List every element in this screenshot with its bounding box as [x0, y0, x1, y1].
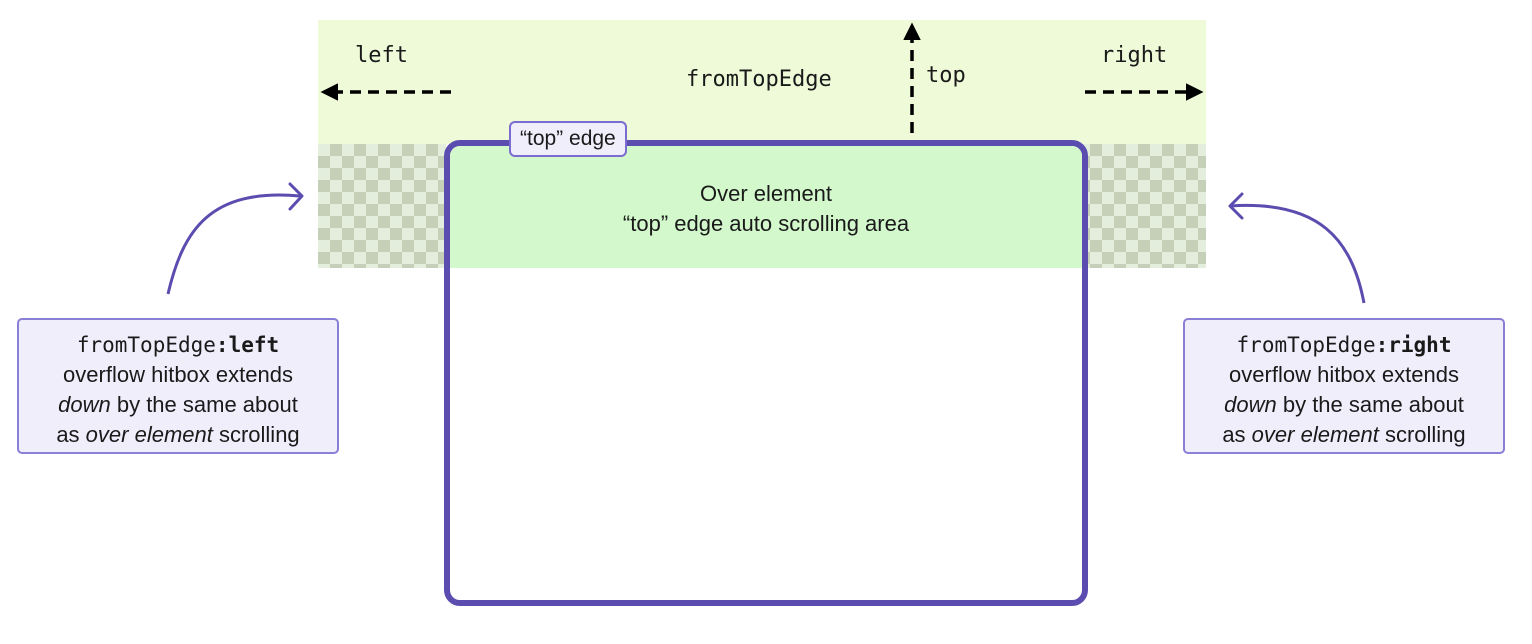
over-element-scroll-area: Over element “top” edge auto scrolling a…: [450, 146, 1082, 268]
right-curved-arrow: [1229, 203, 1366, 304]
right-direction-label: right: [1101, 43, 1168, 68]
left-direction-label: left: [355, 43, 408, 68]
left-note-code-key: :left: [215, 333, 280, 357]
right-note-code-key: :right: [1375, 333, 1452, 357]
left-note-line3-em: down: [58, 392, 111, 417]
right-note-line2: overflow hitbox extends: [1229, 362, 1459, 387]
left-note-line4-em: over element: [85, 422, 213, 447]
over-element-title: Over element: [699, 181, 833, 206]
right-note-line3-rest: by the same about: [1276, 392, 1464, 417]
element-box: Over element “top” edge auto scrolling a…: [444, 140, 1088, 606]
left-overflow-hitbox: [318, 144, 446, 268]
left-note-line2: overflow hitbox extends: [63, 362, 293, 387]
left-curved-arrowhead: [288, 182, 304, 211]
top-edge-tag: “top” edge: [509, 121, 627, 157]
right-curved-arrowhead: [1228, 192, 1244, 220]
right-note-line4-pre: as: [1222, 422, 1252, 447]
right-note-line4-em: over element: [1251, 422, 1379, 447]
left-curved-arrow: [166, 193, 301, 295]
left-note-code-prefix: fromTopEdge: [76, 333, 216, 357]
left-note-line4-pre: as: [56, 422, 86, 447]
left-note: fromTopEdge:left overflow hitbox extends…: [17, 318, 339, 454]
left-note-line4-post: scrolling: [212, 422, 300, 447]
right-note-line3-em: down: [1224, 392, 1277, 417]
region-label: fromTopEdge: [686, 67, 832, 92]
right-note: fromTopEdge:right overflow hitbox extend…: [1183, 318, 1505, 454]
top-direction-label: top: [926, 63, 966, 88]
right-note-line4-post: scrolling: [1378, 422, 1466, 447]
left-note-line3-rest: by the same about: [110, 392, 298, 417]
over-element-subtitle: “top” edge auto scrolling area: [622, 211, 910, 236]
top-overflow-band: [318, 20, 1206, 144]
right-note-code-prefix: fromTopEdge: [1236, 333, 1376, 357]
right-overflow-hitbox: [1078, 144, 1206, 268]
